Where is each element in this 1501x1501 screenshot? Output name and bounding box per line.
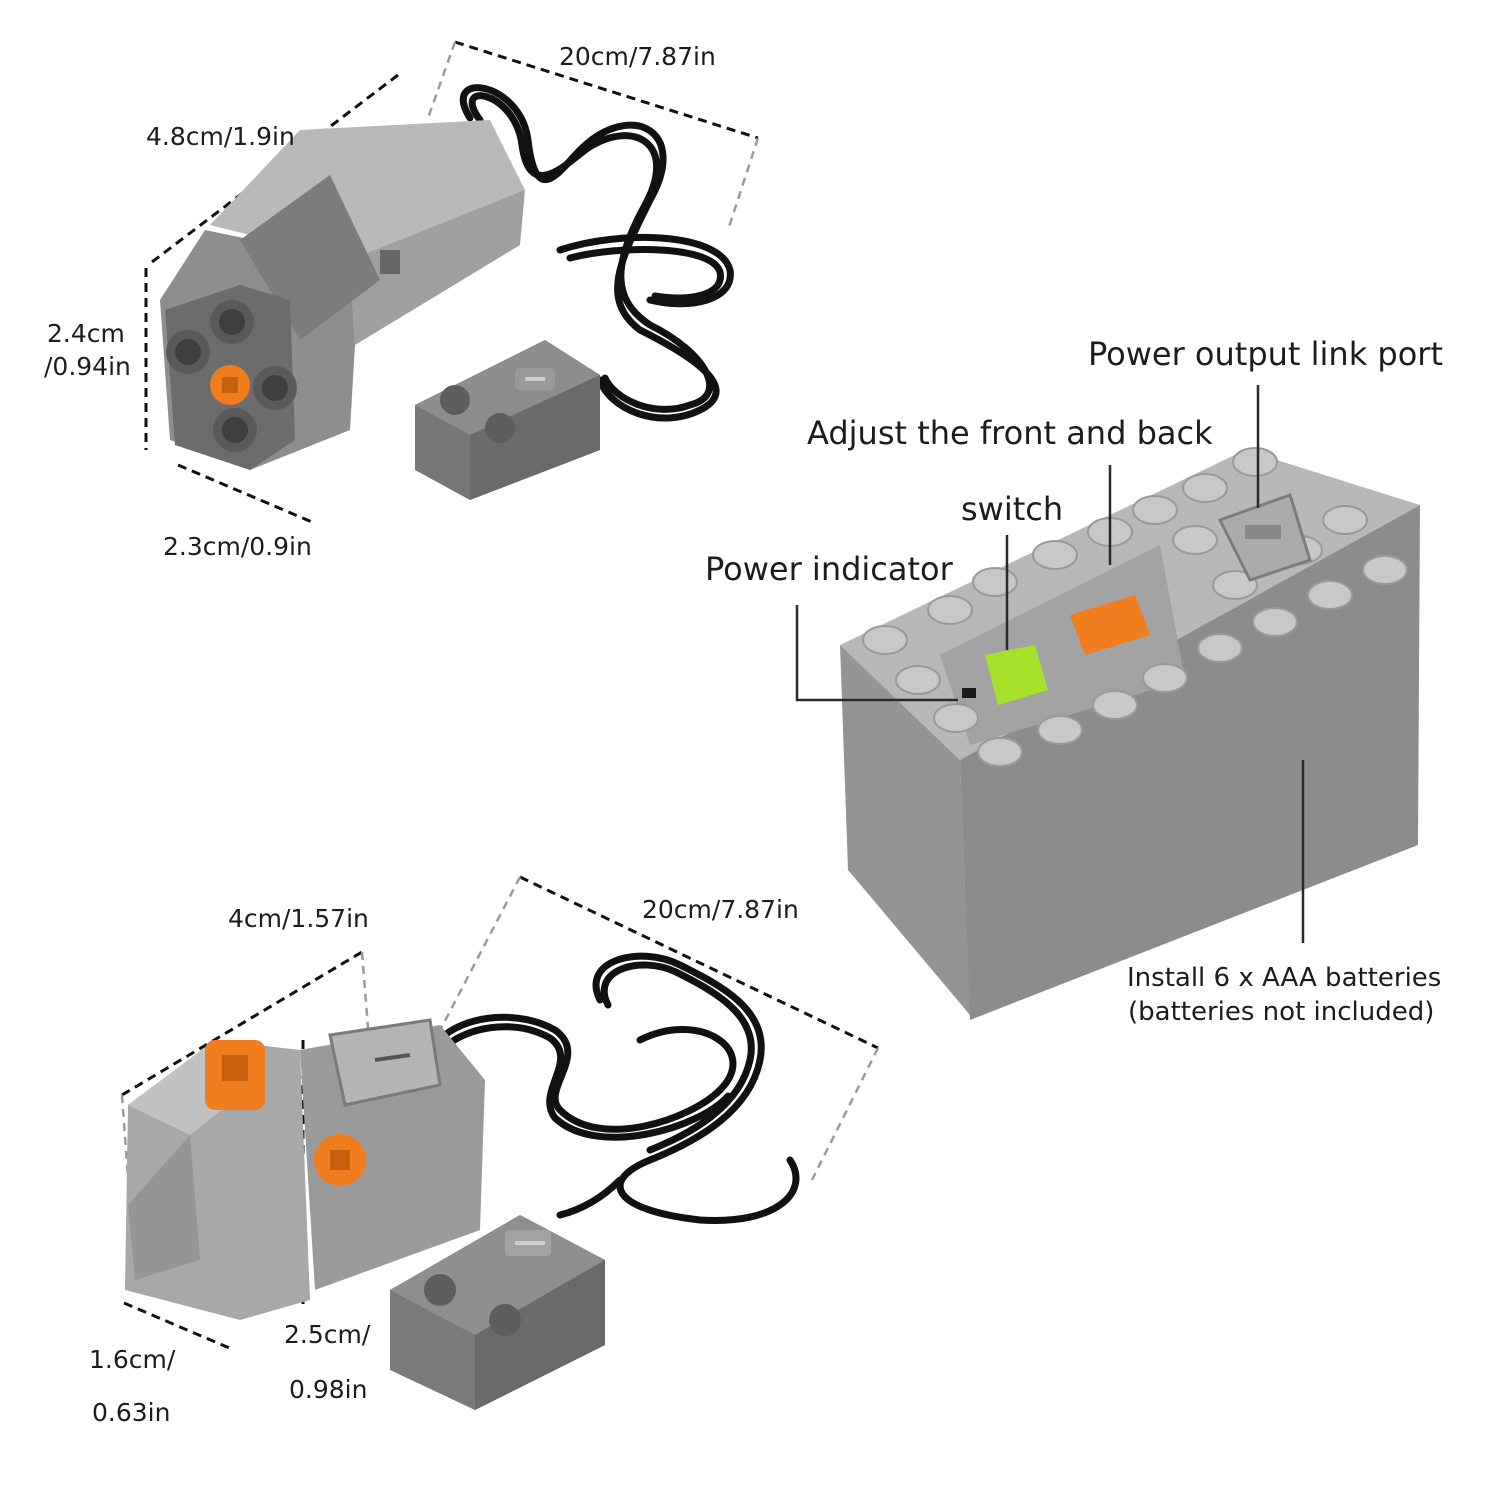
direction-switch-callout: Adjust the front and back — [807, 414, 1213, 452]
light-height-label-line1: 2.5cm/ — [284, 1320, 371, 1349]
motor-height-label-line2: /0.94in — [44, 352, 131, 381]
light-height-label-line2: 0.98in — [289, 1375, 368, 1404]
switch-callout: switch — [961, 490, 1064, 528]
light-plug — [390, 1215, 605, 1410]
motor-body — [160, 120, 525, 470]
battery-note-line2: (batteries not included) — [1128, 997, 1435, 1027]
output-port-callout: Power output link port — [1088, 335, 1443, 373]
motor-cable — [459, 84, 734, 422]
battery-box — [840, 447, 1420, 1020]
motor-cable-length-label: 20cm/7.87in — [559, 42, 716, 71]
motor-width-label: 2.3cm/0.9in — [163, 532, 312, 561]
light-cable — [441, 952, 800, 1224]
light-depth-label-line2: 0.63in — [92, 1398, 171, 1427]
motor-length-label: 4.8cm/1.9in — [146, 122, 295, 151]
battery-note-line1: Install 6 x AAA batteries — [1127, 963, 1442, 993]
light-cable-length-label: 20cm/7.87in — [642, 895, 799, 924]
light-body — [125, 1018, 485, 1320]
battery-leader-lines — [795, 385, 1305, 943]
motor-height-label-line1: 2.4cm — [47, 319, 125, 348]
light-width-label: 4cm/1.57in — [228, 904, 369, 933]
motor-plug — [415, 340, 600, 500]
power-indicator-callout: Power indicator — [705, 550, 953, 588]
light-depth-label-line1: 1.6cm/ — [89, 1345, 176, 1374]
